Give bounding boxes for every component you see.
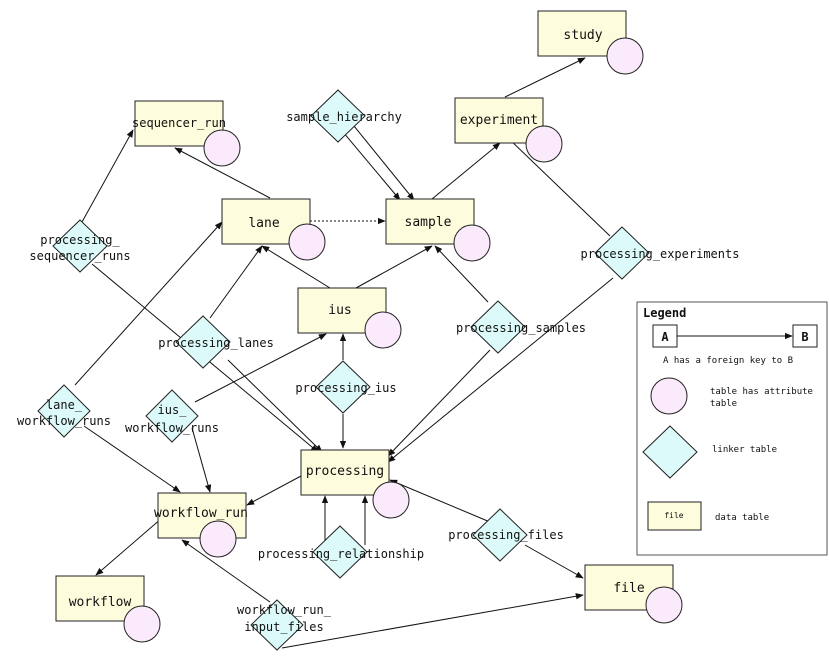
edge-ps-processing bbox=[387, 349, 491, 457]
edge-wrif-workflow-run bbox=[181, 539, 271, 603]
linker-workflow-run-input-files: workflow_run_ input_files bbox=[237, 599, 332, 651]
linker-label-ius-workflow-runs-2: workflow_runs bbox=[125, 421, 219, 435]
legend-data-box bbox=[647, 501, 702, 531]
linker-processing-lanes: processing_lanes bbox=[158, 315, 274, 369]
linker-label-ius-workflow-runs-1: ius_ bbox=[158, 403, 188, 417]
legend-sample-box-text: file bbox=[664, 511, 683, 520]
legend-circle-text-1: table has attribute bbox=[710, 387, 813, 397]
edge-ius-sample bbox=[355, 245, 433, 289]
linker-ius-workflow-runs: ius_ workflow_runs bbox=[125, 389, 219, 443]
legend-fk-text: A has a foreign key to B bbox=[663, 356, 793, 366]
table-label-ius: ius bbox=[328, 303, 351, 318]
edge-iwr-workflow-run bbox=[191, 427, 212, 493]
legend: Legend A B A has a foreign key to B tabl… bbox=[636, 301, 828, 556]
table-label-sample: sample bbox=[405, 215, 452, 230]
legend-diamond-text: linker table bbox=[712, 445, 777, 455]
edge-iwr-ius bbox=[194, 333, 327, 403]
edge-lane-sequencer-run bbox=[174, 147, 271, 199]
edge-pe-processing bbox=[387, 277, 614, 463]
edge-pf-file bbox=[524, 544, 584, 579]
linker-lane-workflow-runs: lane_ workflow_runs bbox=[17, 384, 111, 438]
legend-node-a: A bbox=[661, 330, 669, 344]
edge-hierarchy-sample-1 bbox=[337, 125, 401, 201]
edge-pe-experiment bbox=[505, 135, 611, 237]
edge-hierarchy-sample-2 bbox=[353, 125, 415, 201]
table-lane: lane bbox=[221, 198, 326, 261]
linker-label-lane-workflow-runs-2: workflow_runs bbox=[17, 414, 111, 428]
edge-pf-processing bbox=[389, 479, 491, 523]
linker-label-processing-lanes: processing_lanes bbox=[158, 336, 274, 350]
table-workflow-run: workflow_run bbox=[154, 492, 248, 558]
edge-processing-workflow-run bbox=[246, 475, 302, 506]
edge-ius-lane bbox=[261, 245, 331, 289]
linker-label-processing-sequencer-runs-1: processing_ bbox=[40, 233, 120, 247]
edge-pl-lane bbox=[209, 245, 263, 319]
linker-processing-ius: processing_ius bbox=[295, 360, 397, 414]
table-label-processing: processing bbox=[306, 464, 384, 479]
edge-ps-sample bbox=[434, 245, 489, 303]
linker-label-processing-experiments: processing_experiments bbox=[581, 247, 740, 261]
table-workflow: workflow bbox=[55, 575, 161, 643]
edge-workflow-run-workflow bbox=[95, 517, 163, 576]
linker-label-processing-relationship: processing_relationship bbox=[258, 547, 424, 561]
edge-sample-experiment bbox=[431, 142, 501, 200]
edge-psr-sequencer-run bbox=[81, 129, 134, 223]
edges bbox=[74, 57, 614, 649]
table-label-file: file bbox=[613, 581, 644, 596]
legend-circle-text-2: table bbox=[710, 399, 737, 409]
linker-label-processing-ius: processing_ius bbox=[295, 381, 396, 395]
linker-processing-sequencer-runs: processing_ sequencer_runs bbox=[29, 219, 131, 273]
linker-label-workflow-run-input-files-1: workflow_run_ bbox=[237, 603, 332, 617]
linker-label-processing-files: processing_files bbox=[448, 528, 564, 542]
linker-label-processing-samples: processing_samples bbox=[456, 321, 586, 335]
table-label-workflow-run: workflow_run bbox=[154, 506, 248, 521]
linker-label-sample-hierarchy: sample_hierarchy bbox=[286, 110, 402, 124]
linker-processing-files: processing_files bbox=[448, 508, 564, 562]
table-file: file bbox=[584, 564, 683, 624]
edge-experiment-study bbox=[504, 57, 586, 98]
linker-processing-relationship: processing_relationship bbox=[258, 525, 424, 579]
edge-wrif-file bbox=[281, 593, 584, 649]
linker-processing-samples: processing_samples bbox=[456, 300, 586, 354]
edge-pl-processing bbox=[227, 359, 323, 453]
table-study: study bbox=[537, 10, 644, 75]
table-label-study: study bbox=[563, 28, 602, 43]
table-sample: sample bbox=[385, 198, 491, 262]
table-ius: ius bbox=[297, 287, 402, 349]
linker-sample-hierarchy: sample_hierarchy bbox=[286, 89, 402, 143]
table-processing: processing bbox=[300, 449, 410, 519]
legend-linker-diamond bbox=[642, 425, 698, 479]
linker-label-workflow-run-input-files-2: input_files bbox=[244, 620, 323, 634]
legend-title: Legend bbox=[643, 306, 686, 320]
edge-lwr-workflow-run bbox=[83, 425, 181, 493]
legend-box-text: data table bbox=[715, 513, 769, 523]
linker-label-lane-workflow-runs-1: lane_ bbox=[46, 398, 83, 412]
table-sequencer-run: sequencer_run bbox=[132, 100, 241, 167]
table-label-experiment: experiment bbox=[460, 113, 538, 128]
table-label-lane: lane bbox=[248, 216, 279, 231]
linker-label-processing-sequencer-runs-2: sequencer_runs bbox=[29, 249, 130, 263]
table-label-sequencer-run: sequencer_run bbox=[132, 116, 226, 130]
table-experiment: experiment bbox=[454, 97, 563, 163]
legend-attribute-circle bbox=[650, 377, 688, 415]
linker-processing-experiments: processing_experiments bbox=[581, 226, 740, 280]
legend-node-b: B bbox=[801, 330, 808, 344]
table-label-workflow: workflow bbox=[69, 595, 132, 610]
edge-lwr-lane bbox=[74, 221, 223, 386]
